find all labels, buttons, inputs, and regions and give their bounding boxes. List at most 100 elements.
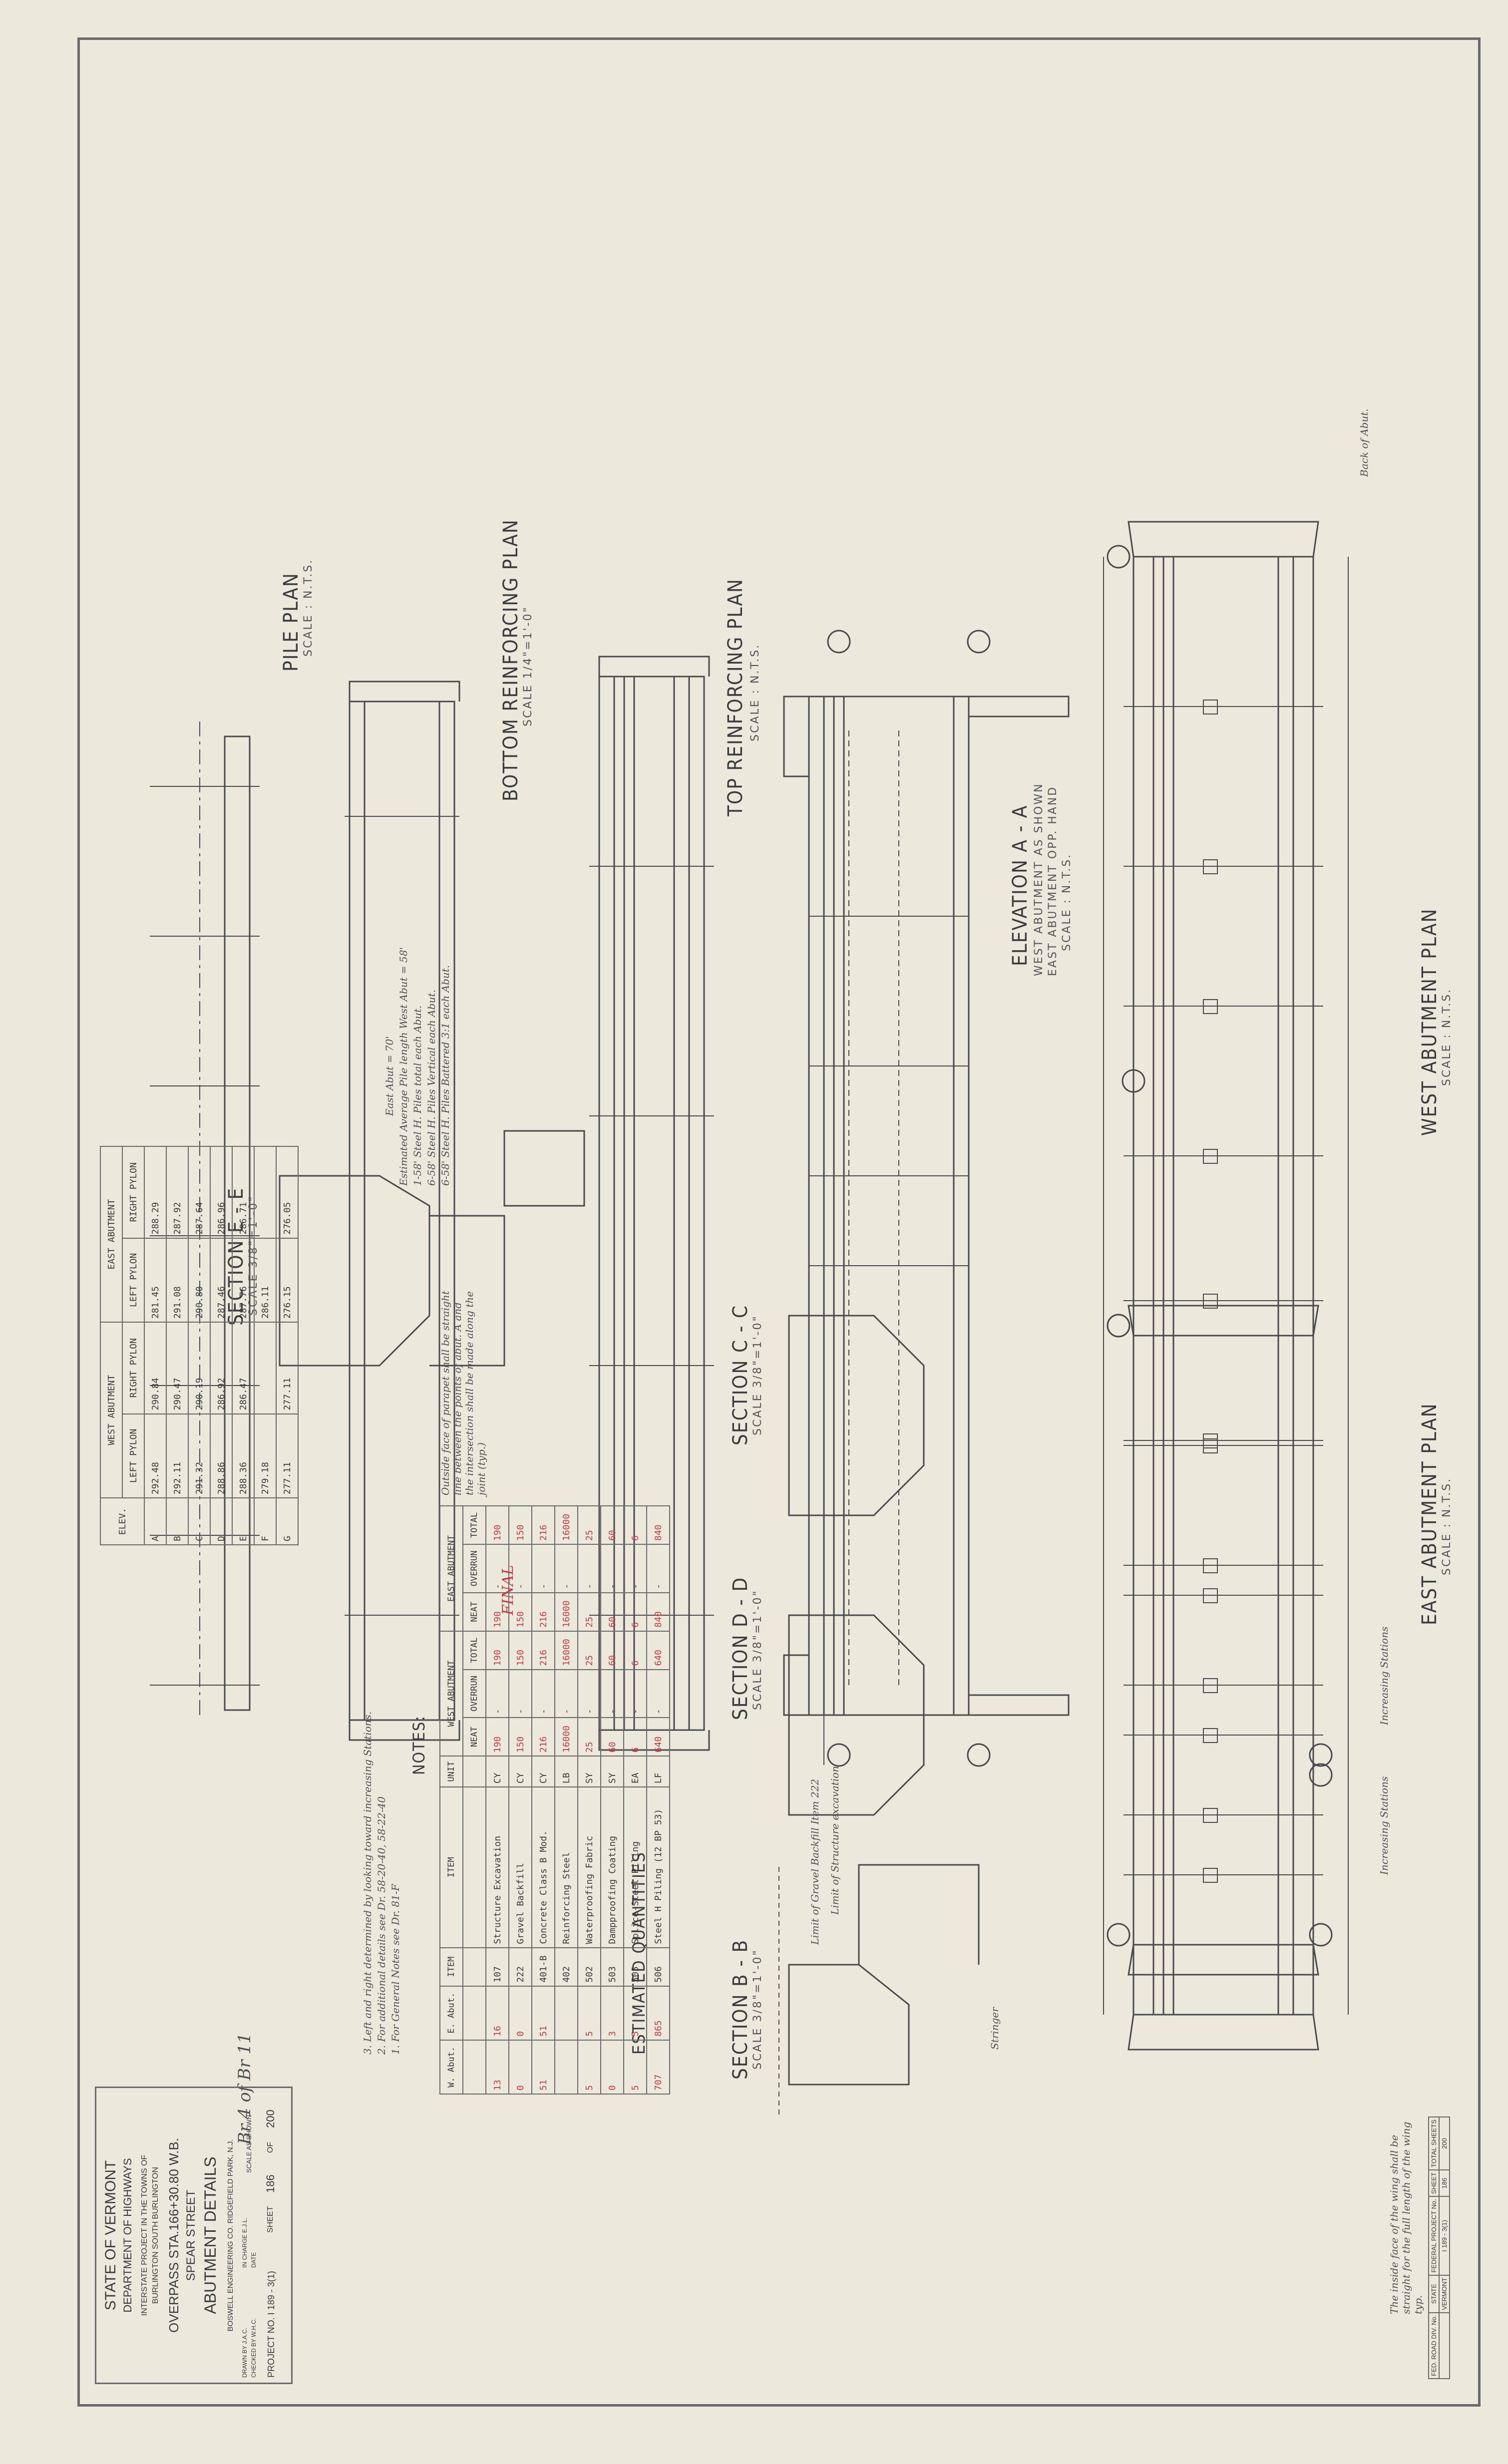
quantity-cell-eo: -: [624, 1544, 647, 1593]
fed-v4: 186: [1439, 2169, 1450, 2197]
quantity-cell-w: 5: [624, 2040, 647, 2094]
quantity-cell-e: 16: [486, 1986, 509, 2040]
q-head-item: ITEM: [440, 1787, 463, 1948]
quantity-cell-item: Reinforcing Steel: [555, 1787, 578, 1948]
back-of-abut-label: Back of Abut.: [1358, 408, 1370, 477]
east-abutment-plan-lines: [1107, 1305, 1333, 1976]
note-3: 3. Left and right determined by looking …: [362, 1711, 374, 2055]
quantity-cell-no: 503: [601, 1947, 624, 1986]
estimated-quantities-table: W. Abut. E. Abut. ITEM ITEM UNIT WEST AB…: [439, 1505, 670, 2095]
elevation-cell-er: 276.05: [276, 1146, 298, 1238]
quantity-cell-wn: 640: [647, 1718, 670, 1757]
elev-head-er: RIGHT PYLON: [122, 1146, 144, 1238]
quantity-cell-wo: -: [578, 1669, 601, 1718]
q-sub-neat-w: NEAT: [463, 1718, 486, 1757]
tb-overpass: OVERPASS STA.166+30.80 W.B.: [166, 2138, 181, 2333]
quantity-cell-wt: 25: [578, 1631, 601, 1670]
note-2: 2. For additional details see Dr. 58-20-…: [376, 1796, 387, 2055]
quantity-cell-wn: 60: [601, 1718, 624, 1757]
fed-v3: I 189 - 3(1): [1439, 2196, 1450, 2275]
limit-structure-label: Limit of Structure excavation: [829, 1765, 841, 1915]
elevation-cell-el: 276.15: [276, 1238, 298, 1323]
quantity-cell-unit: LF: [647, 1756, 670, 1787]
elevation-cell-er: 287.92: [166, 1146, 188, 1238]
elevation-aa-drawing: [783, 630, 1070, 1767]
section-cc-lines: [788, 1315, 925, 1516]
quantity-cell-item: Gravel Backfill: [509, 1787, 532, 1948]
piles-note-5: East Abut = 70': [383, 1036, 395, 1116]
q-head-no: ITEM: [440, 1947, 463, 1986]
q-sub-over-e: OVERRUN: [463, 1544, 486, 1593]
quantity-cell-eo: -: [601, 1544, 624, 1593]
quantity-cell-w: 5: [578, 2040, 601, 2094]
federal-project-block: FED. ROAD DIV. No. STATE FEDERAL PROJECT…: [1428, 2116, 1450, 2379]
tb-state: STATE OF VERMONT: [102, 2160, 119, 2311]
section-bb-lines: [778, 1864, 980, 2114]
wing-face-note: The inside face of the wing shall be str…: [1388, 2121, 1424, 2314]
quantity-cell-wo: -: [601, 1669, 624, 1718]
elevation-cell-wl: 292.48: [144, 1413, 166, 1498]
fed-v5: 200: [1439, 2117, 1450, 2170]
quantity-cell-e: 5: [624, 1986, 647, 2040]
elevation-cell-wl: 292.11: [166, 1413, 188, 1498]
elevation-cell-er: 286.71: [232, 1146, 254, 1238]
quantity-cell-wt: 16000: [555, 1631, 578, 1670]
quantity-cell-wt: 190: [486, 1631, 509, 1670]
elevation-cell-e: G: [276, 1498, 298, 1545]
quantity-cell-wt: 150: [509, 1631, 532, 1670]
quantity-cell-item: Splice-Steel Piling: [624, 1787, 647, 1948]
q-head-east: EAST ABUTMENT: [440, 1506, 463, 1631]
quantity-cell-en: 216: [532, 1592, 555, 1631]
elevation-cell-wr: 286.92: [210, 1322, 232, 1414]
note-1: 1. For General Notes see Dr. 81-F: [389, 1884, 401, 2055]
quantity-cell-et: 25: [578, 1506, 601, 1544]
quantity-cell-no: 506: [647, 1947, 670, 1986]
elevation-cell-wl: 291.32: [188, 1413, 210, 1498]
elev-head-east: EAST ABUTMENT: [100, 1146, 122, 1323]
quantity-cell-wt: 216: [532, 1631, 555, 1670]
increasing-stations-label-2: Increasing Stations: [1378, 1776, 1390, 1875]
quantity-cell-e: 5: [578, 1986, 601, 2040]
tb-project-no: PROJECT NO. I 189 - 3(1): [266, 2271, 276, 2378]
q-sub-over-w: OVERRUN: [463, 1669, 486, 1718]
section-dd-lines: [788, 1614, 925, 1816]
quantity-cell-eo: -: [555, 1544, 578, 1593]
elevation-cell-wr: 286.47: [232, 1322, 254, 1414]
elevation-cell-wl: 288.86: [210, 1413, 232, 1498]
elevation-cell-wl: 288.36: [232, 1413, 254, 1498]
piles-note-4: Estimated Average Pile length West Abut …: [397, 947, 409, 1186]
elevation-cell-el: 287.76: [232, 1238, 254, 1323]
tb-sheet-title: ABUTMENT DETAILS: [201, 2156, 219, 2314]
fed-h2: STATE: [1429, 2275, 1439, 2313]
quantity-cell-item: Structure Excavation: [486, 1787, 509, 1948]
quantity-cell-wn: 25: [578, 1718, 601, 1757]
quantity-cell-wt: 60: [601, 1631, 624, 1670]
quantity-cell-wn: 6: [624, 1718, 647, 1757]
quantity-cell-no: 402: [555, 1947, 578, 1986]
tb-sheet-label: SHEET: [266, 2206, 275, 2233]
quantity-cell-wo: -: [509, 1669, 532, 1718]
quantity-cell-w: [555, 2040, 578, 2094]
elevation-cell-wr: 290.47: [166, 1322, 188, 1414]
tb-drawn: DRAWN BY J.A.C.: [241, 2327, 248, 2378]
quantity-cell-en: 840: [647, 1592, 670, 1631]
elevation-cell-er: [254, 1146, 276, 1238]
quantity-cell-item: Concrete Class B Mod.: [532, 1787, 555, 1948]
elevation-cell-e: C: [188, 1498, 210, 1545]
quantity-cell-no: 505: [624, 1947, 647, 1986]
quantity-cell-w: 0: [601, 2040, 624, 2094]
elevation-cell-wr: [254, 1322, 276, 1414]
quantity-cell-en: 16000: [555, 1592, 578, 1631]
elevation-cell-e: B: [166, 1498, 188, 1545]
elevation-cell-el: 291.08: [166, 1238, 188, 1323]
elev-head-wl: LEFT PYLON: [122, 1413, 144, 1498]
quantity-cell-unit: CY: [509, 1756, 532, 1787]
q-head-w: W. Abut.: [440, 2040, 463, 2094]
quantity-cell-unit: SY: [601, 1756, 624, 1787]
